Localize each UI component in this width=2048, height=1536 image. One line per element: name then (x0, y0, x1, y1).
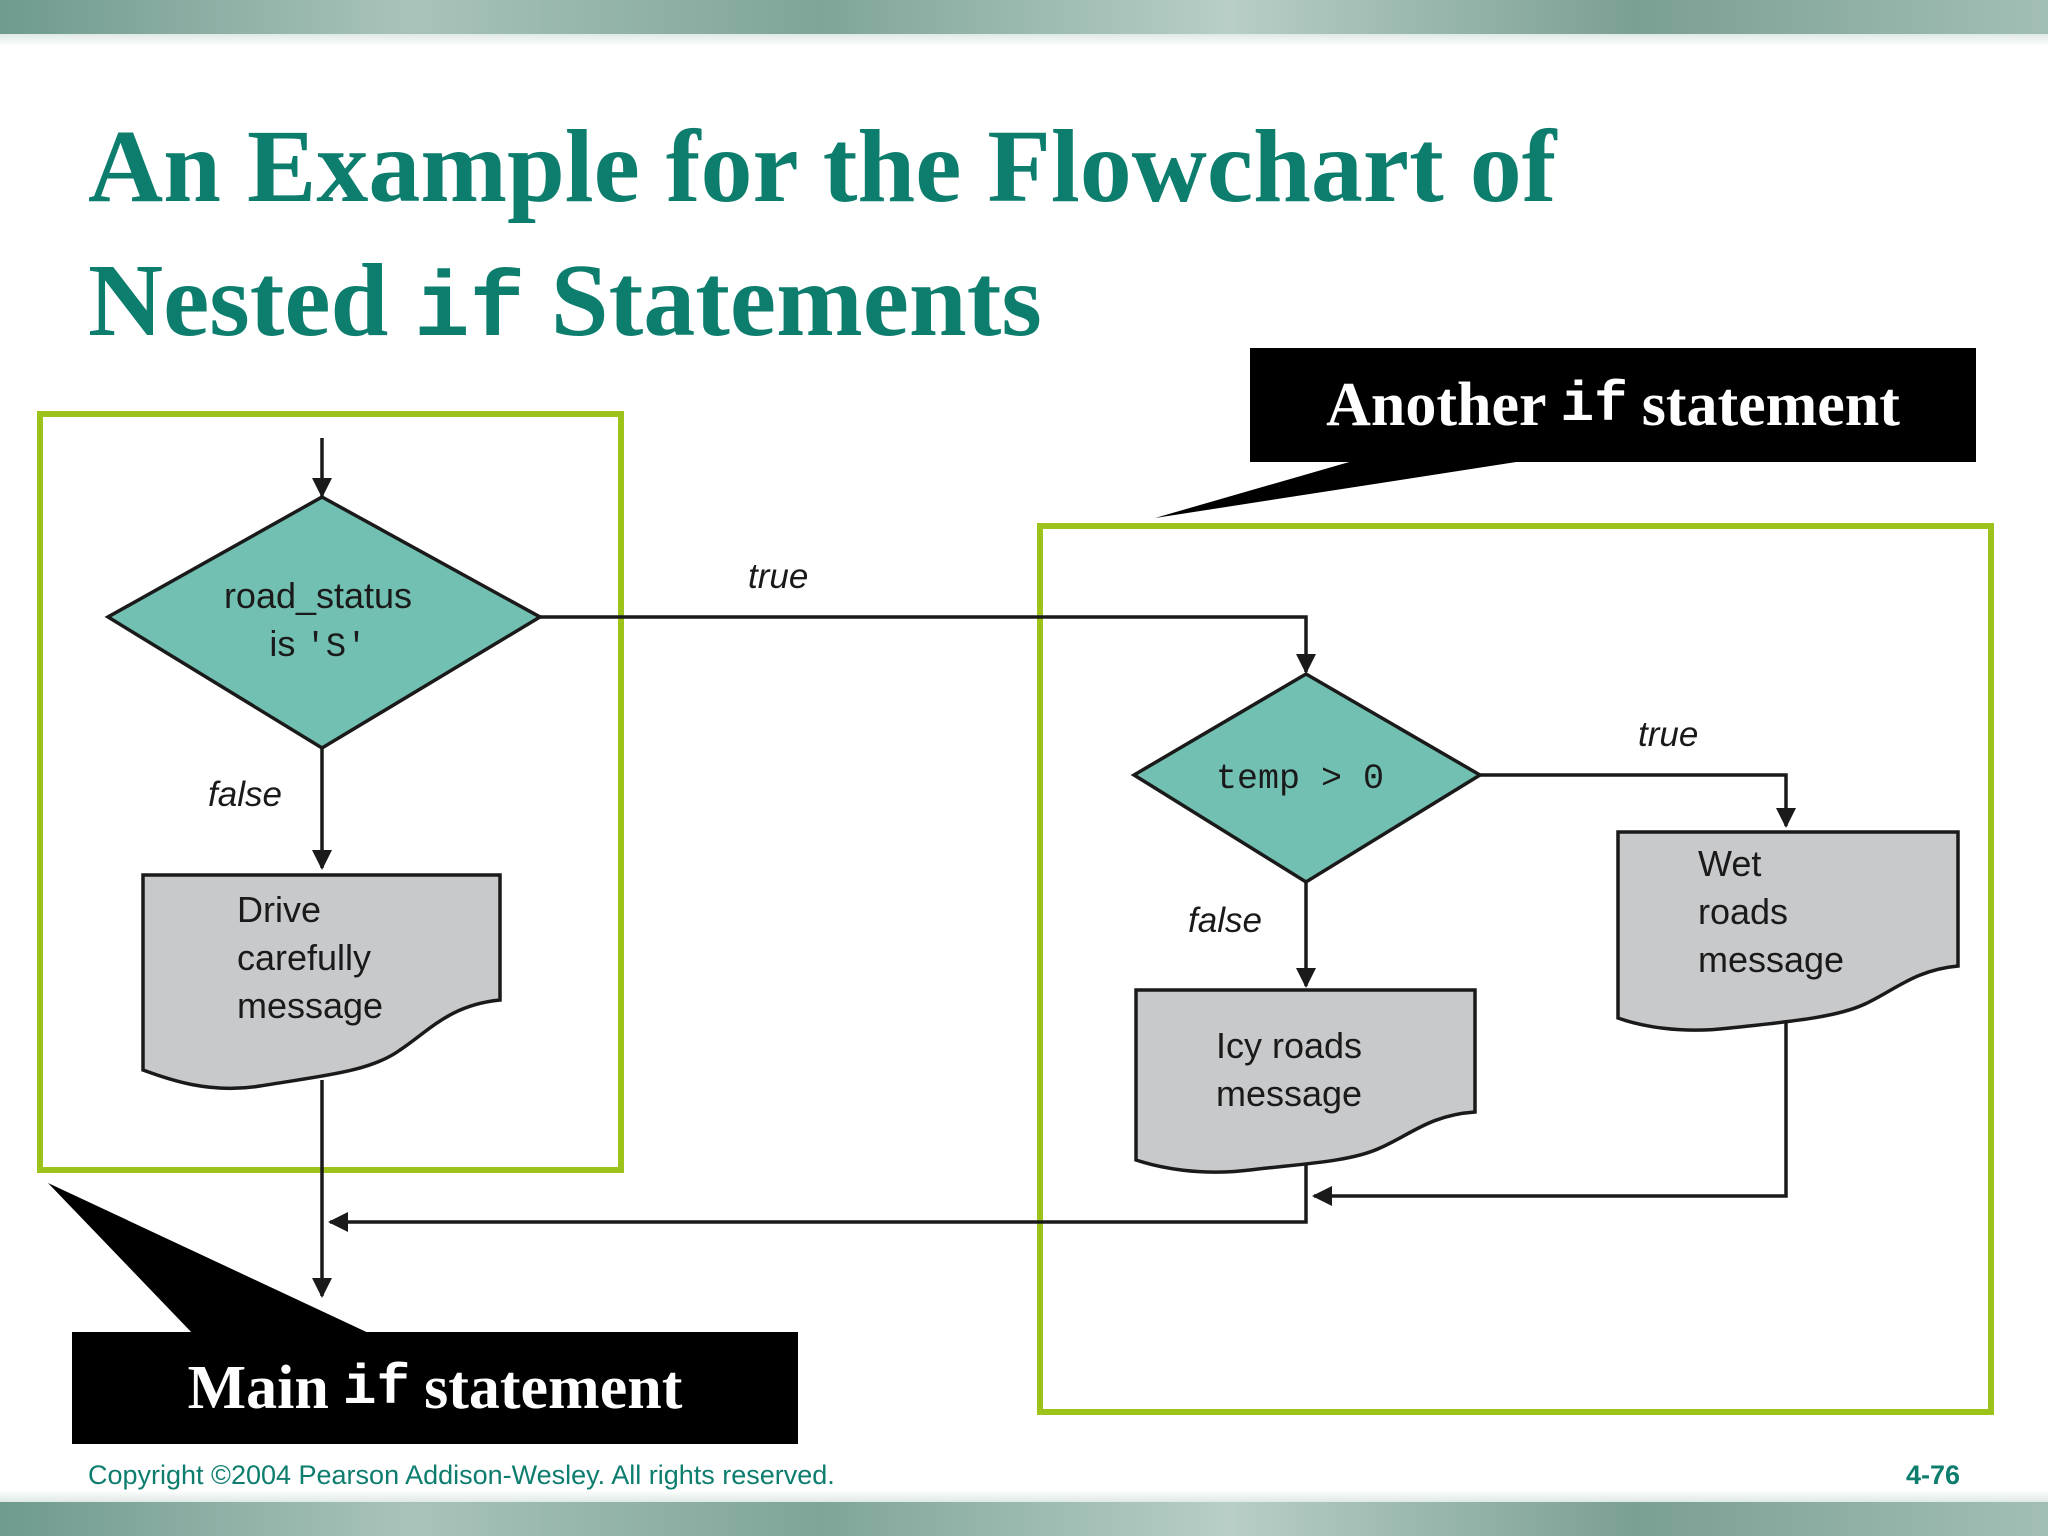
output-wet-line2: roads (1698, 891, 1788, 932)
title-line-2-prefix: Nested (88, 243, 415, 358)
output-icy-line1: Icy roads (1216, 1025, 1362, 1066)
footer-page-number: 4-76 (1905, 1460, 1960, 1490)
top-decorative-band (0, 0, 2048, 46)
title-line-1: An Example for the Flowchart of (88, 109, 1557, 224)
edge-label-outer-true: true (748, 557, 808, 596)
output-icy-roads: Icy roads message (1134, 988, 1477, 1174)
inner-if-group-box (1037, 523, 1994, 1415)
footer-copyright: Copyright ©2004 Pearson Addison-Wesley. … (88, 1460, 835, 1490)
output-drive-line1: Drive (237, 889, 321, 930)
output-icy-line2: message (1216, 1073, 1362, 1114)
title-line-2: Nested if Statements (88, 234, 1556, 378)
output-wet-line3: message (1698, 939, 1844, 980)
another-if-callout-pointer (1155, 456, 1555, 518)
output-drive-carefully: Drive carefully message (141, 873, 502, 1091)
output-drive-line3: message (237, 985, 383, 1026)
edge-label-inner-false: false (1188, 901, 1262, 940)
bottom-decorative-band (0, 1490, 2048, 1536)
edge-label-inner-true: true (1638, 715, 1698, 754)
slide-title: An Example for the Flowchart of Nested i… (88, 100, 1556, 378)
callout-another-suffix: statement (1641, 370, 1900, 439)
edge-label-outer-false: false (208, 775, 282, 814)
callout-main-code: if (342, 1356, 411, 1420)
output-wet-roads: Wet roads message (1616, 830, 1960, 1032)
title-line-2-code: if (414, 258, 525, 363)
output-drive-line2: carefully (237, 937, 371, 978)
decision-road-status-line2-prefix: is (269, 623, 305, 664)
title-line-2-suffix: Statements (524, 243, 1042, 358)
callout-another-prefix: Another (1326, 370, 1547, 439)
decision-road-status-line2: is 'S' (269, 623, 366, 667)
decision-road-status-line2-code: 'S' (305, 629, 366, 667)
callout-main-if-statement: Main if statement (72, 1332, 798, 1444)
decision-temp-label: temp > 0 (1216, 759, 1384, 799)
decision-temp: temp > 0 (1130, 671, 1484, 885)
main-if-callout-pointer (48, 1183, 375, 1336)
decision-road-status-line1: road_status (224, 575, 412, 616)
callout-another-if-statement: Another if statement (1250, 348, 1976, 462)
callout-main-prefix: Main (187, 1353, 329, 1422)
output-wet-line1: Wet (1698, 843, 1761, 884)
connector-lines (312, 438, 1796, 1298)
callout-another-code: if (1560, 373, 1628, 437)
callout-main-suffix: statement (424, 1353, 683, 1422)
main-if-group-box (37, 411, 624, 1173)
decision-road-status: road_status is 'S' (104, 494, 544, 751)
